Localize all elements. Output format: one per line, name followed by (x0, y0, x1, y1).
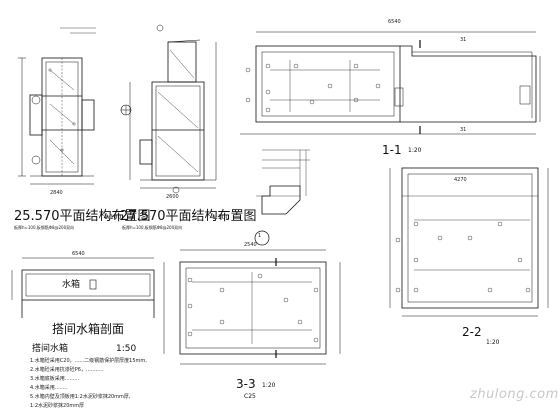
section-1-1-mark-top: 31 (460, 37, 467, 43)
notes-line-3: 3.水箱底板采用......... (30, 376, 80, 382)
section-1-1-mark-bottom: 31 (460, 127, 467, 133)
plan-27570-dim: 2600 (166, 194, 179, 200)
tank-section-title: 搭间水箱剖面 (52, 322, 125, 336)
plan-25570-drawing (18, 27, 96, 185)
concrete-grade: C25 (244, 393, 256, 400)
notes-line-4: 4.水箱采用........ (30, 385, 68, 391)
notes-line-6: 1:2水泥砂浆抹20mm厚 (30, 403, 85, 409)
notes-line-2: 2.水箱砼采用抗渗砼P6，........... (30, 367, 104, 373)
tank-label: 水箱 (62, 280, 81, 290)
section-3-3-top-dim: 2540 (244, 242, 257, 248)
section-3-3-drawing (163, 230, 341, 365)
notes-line-5: 5.水箱内壁及顶板用1:2水泥砂浆抹20mm厚, (30, 394, 131, 400)
cut-markers (275, 40, 421, 358)
notes-title: 搭间水箱 (32, 344, 69, 354)
tank-top-dim: 6540 (72, 251, 85, 257)
plan-27570-title: 27.570平面结构布置图 (120, 209, 257, 224)
section-1-1-scale: 1:20 (408, 147, 422, 154)
corbel-detail-drawing (256, 149, 310, 215)
watermark: zhulong.com (470, 387, 559, 402)
section-2-2-label: 2-2 (462, 325, 482, 339)
section-2-2-drawing (389, 167, 549, 317)
section-3-3-scale: 1:20 (262, 382, 276, 389)
axis-bubble-1: 1 (258, 233, 262, 239)
plan-27570-drawing (120, 24, 217, 194)
tank-profile-drawing (11, 257, 155, 318)
section-2-2-top-dim: 4270 (454, 177, 467, 183)
notes-line-1: 1.水箱砼采用C20，......二级钢筋保护层厚度15mm, (30, 358, 147, 364)
plan-25570-title: 25.570平面结构布置图 (14, 209, 151, 224)
plan-25570-dim: 2840 (50, 190, 63, 196)
section-1-1-label: 1-1 (382, 143, 402, 157)
plan-25570-note: 板厚h=100,板钢筋Φ8@200双向 (14, 225, 75, 230)
plan-27570-note: 板厚h=100,板钢筋Φ8@200双向 (122, 225, 183, 230)
section-1-1-drawing (240, 31, 541, 135)
section-2-2-scale: 1:20 (486, 339, 500, 346)
plan-27570-scale: 1:100 (212, 214, 230, 221)
section-1-1-top-dim: 6540 (388, 19, 401, 25)
section-3-3-label: 3-3 (236, 377, 256, 391)
notes-scale: 1:50 (116, 344, 137, 354)
plan-25570-scale: 1:100 (104, 214, 122, 221)
